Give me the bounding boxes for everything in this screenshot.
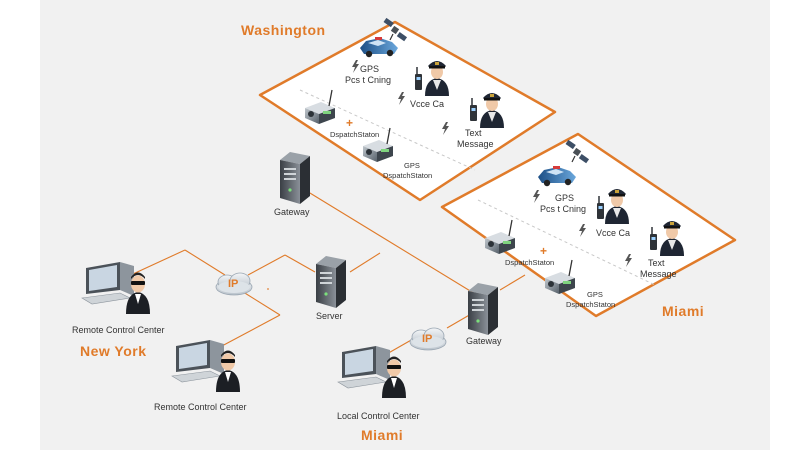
gps-positioning-label-line1: GPS [360,64,379,74]
server-label: Server [316,311,343,321]
link-gateway-to-miami-panel [499,274,526,291]
gateway-bottom-server-icon [468,283,498,335]
text-message-label-line2: Message [457,139,494,149]
link-hub-to-ip-left [184,249,226,276]
gps-dispatch-label-line2: DspatchStaton [383,171,432,180]
local-center-label: Local Control Center [337,411,420,421]
operator-workstation-icon [337,345,407,399]
ip-cloud-bottom-label: IP [422,333,432,345]
link-server-to-bus [349,252,381,273]
text-message-label-line1: Text [465,128,482,138]
gateway-top-label: Gateway [274,207,310,217]
dispatch-station-label: DspatchStaton [505,258,554,267]
gateway-top-server-icon [280,152,310,204]
region-label-washington: Washington [241,22,326,38]
operator-workstation-icon [81,261,151,315]
miami-panel-divider [477,199,656,286]
region-label-new-york: New York [80,343,147,359]
region-label-miami-panel: Miami [662,303,704,319]
gps-positioning-label-line2: Pcs t Cning [345,75,391,85]
dispatch-station-label: DspatchStaton [330,130,379,139]
washington-panel: GPS Pcs t Cning Vcce Ca Text Message + D… [258,17,557,202]
voice-call-label: Vcce Ca [410,99,444,109]
voice-call-label: Vcce Ca [596,228,630,238]
link-bus-to-server [284,254,316,273]
gps-dispatch-label-line1: GPS [587,290,603,299]
link-ip-to-remote-2-a [239,289,281,316]
gps-dispatch-label-line2: DspatchStaton [566,300,615,309]
miami-panel: GPS Pcs t Cning Vcce Ca Text Message + D… [440,132,737,318]
remote-center-2-label: Remote Control Center [154,402,247,412]
miami-panel-frame [440,132,737,318]
server-tower-icon [316,256,346,308]
ip-cloud-left-label: IP [228,278,238,290]
region-label-miami-site: Miami [361,427,403,443]
remote-center-1-label: Remote Control Center [72,325,165,335]
link-ip-left-to-server-bus [247,254,286,276]
text-message-label-line2: Message [640,269,677,279]
plus-symbol: + [540,244,547,258]
text-message-label-line1: Text [648,258,665,268]
plus-symbol: + [346,116,353,130]
gps-positioning-label-line2: Pcs t Cning [540,204,586,214]
washington-panel-frame [258,20,557,202]
link-gateway-top-to-gateway-bottom [304,189,486,301]
gps-positioning-label-line1: GPS [555,193,574,203]
operator-workstation-icon [171,339,241,393]
gateway-bottom-label: Gateway [466,336,502,346]
gps-dispatch-label-line1: GPS [404,161,420,170]
